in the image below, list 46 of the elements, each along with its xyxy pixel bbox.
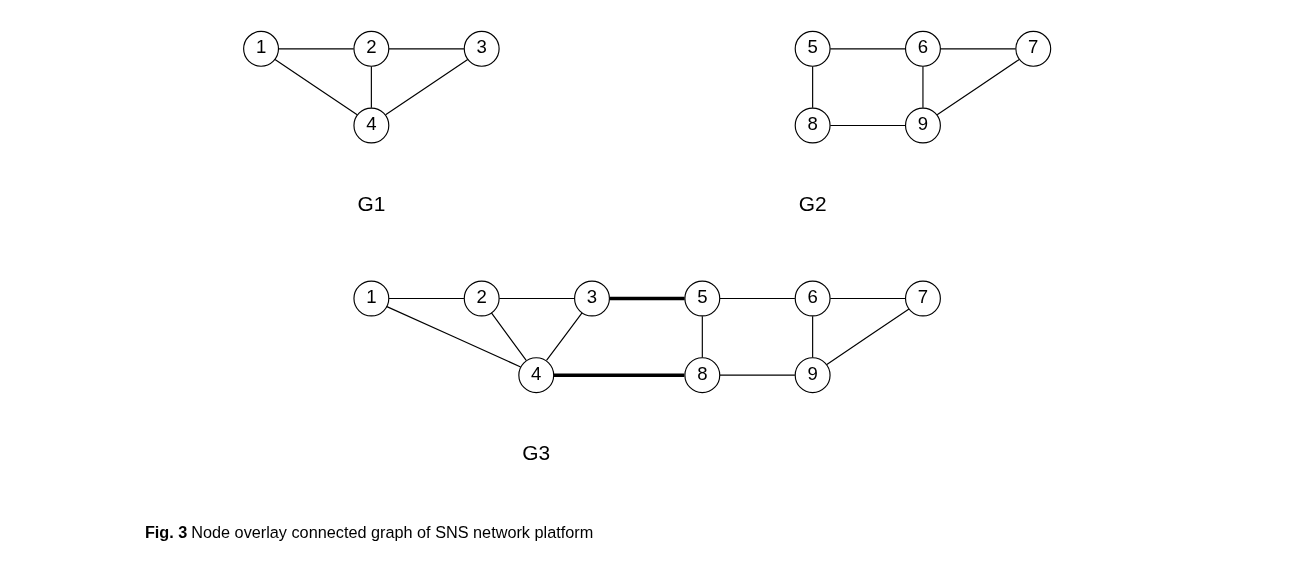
node-circle: 3 xyxy=(573,280,610,317)
connector xyxy=(936,58,1020,116)
node-circle: 5 xyxy=(683,280,720,317)
node-circle: 8 xyxy=(683,357,720,394)
label: G3 xyxy=(521,441,550,465)
label: G2 xyxy=(798,191,827,215)
connector xyxy=(939,48,1016,50)
connector xyxy=(718,374,795,376)
node-circle: 2 xyxy=(352,30,389,67)
connector xyxy=(701,315,703,359)
node-circle: 8 xyxy=(794,107,831,144)
node-circle: 1 xyxy=(242,30,279,67)
node-circle: 7 xyxy=(904,280,941,317)
node-circle: 4 xyxy=(352,107,389,144)
node-circle: 7 xyxy=(1014,30,1051,67)
connector xyxy=(829,124,906,127)
connector xyxy=(385,306,521,368)
connector xyxy=(811,315,813,359)
node-circle: 3 xyxy=(463,30,500,67)
connector xyxy=(384,58,468,116)
caption: Fig. 3 Node overlay connected graph of SNS network platform xyxy=(144,522,593,541)
node-circle: 2 xyxy=(463,280,500,317)
connector xyxy=(829,48,906,50)
connector xyxy=(370,65,372,109)
connector xyxy=(273,58,358,116)
label: G1 xyxy=(356,191,385,215)
connector xyxy=(825,308,910,365)
connector xyxy=(718,297,795,300)
node-circle: 4 xyxy=(517,357,554,394)
connector xyxy=(811,65,813,109)
connector xyxy=(545,312,583,361)
node-circle: 1 xyxy=(352,280,389,317)
connector xyxy=(609,296,685,301)
node-circle: 6 xyxy=(904,30,941,67)
node-circle: 9 xyxy=(794,357,831,394)
connector xyxy=(498,297,575,300)
connector xyxy=(490,312,527,361)
node-circle: 9 xyxy=(904,107,941,144)
connector xyxy=(553,373,684,377)
connector xyxy=(277,48,354,50)
connector xyxy=(387,48,465,50)
node-circle: 6 xyxy=(794,280,831,317)
connector xyxy=(829,297,906,300)
node-circle: 5 xyxy=(794,30,831,67)
connector xyxy=(387,297,465,300)
connector xyxy=(921,65,924,109)
